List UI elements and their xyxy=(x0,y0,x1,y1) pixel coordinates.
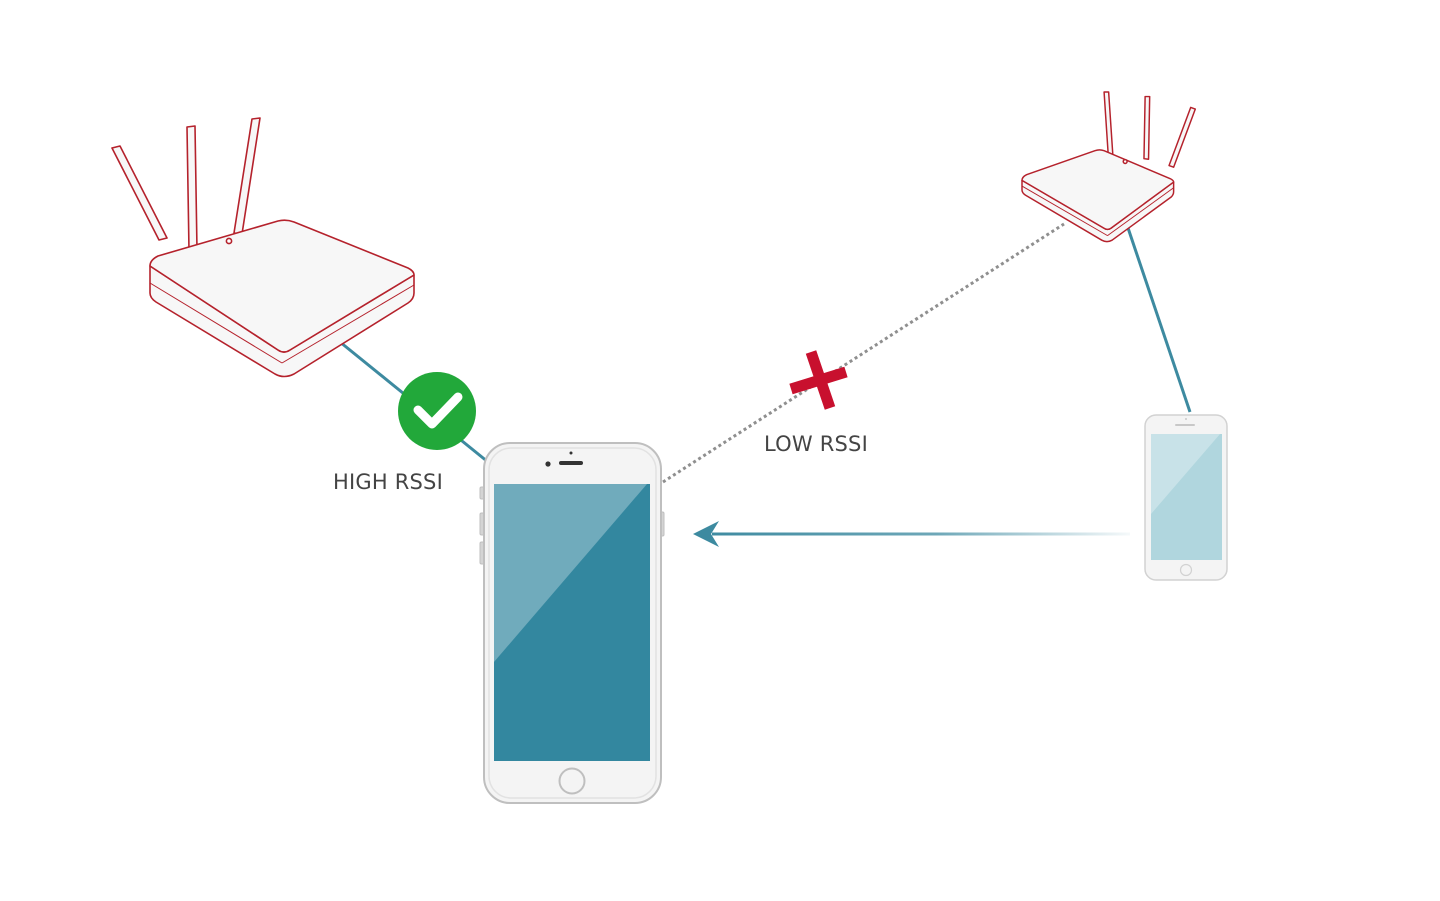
main-smartphone-icon xyxy=(479,442,665,804)
weak-link-far-router-to-phone xyxy=(662,222,1065,484)
low-rssi-label: LOW RSSI xyxy=(764,432,868,456)
cross-icon xyxy=(789,350,848,410)
movement-arrow xyxy=(693,521,1130,547)
far-router-icon xyxy=(1021,91,1197,243)
link-far-router-to-far-phone xyxy=(1124,221,1192,413)
check-icon xyxy=(398,372,476,450)
far-smartphone-icon xyxy=(1144,414,1228,581)
near-router-icon xyxy=(111,117,415,378)
high-rssi-label: HIGH RSSI xyxy=(333,470,443,494)
